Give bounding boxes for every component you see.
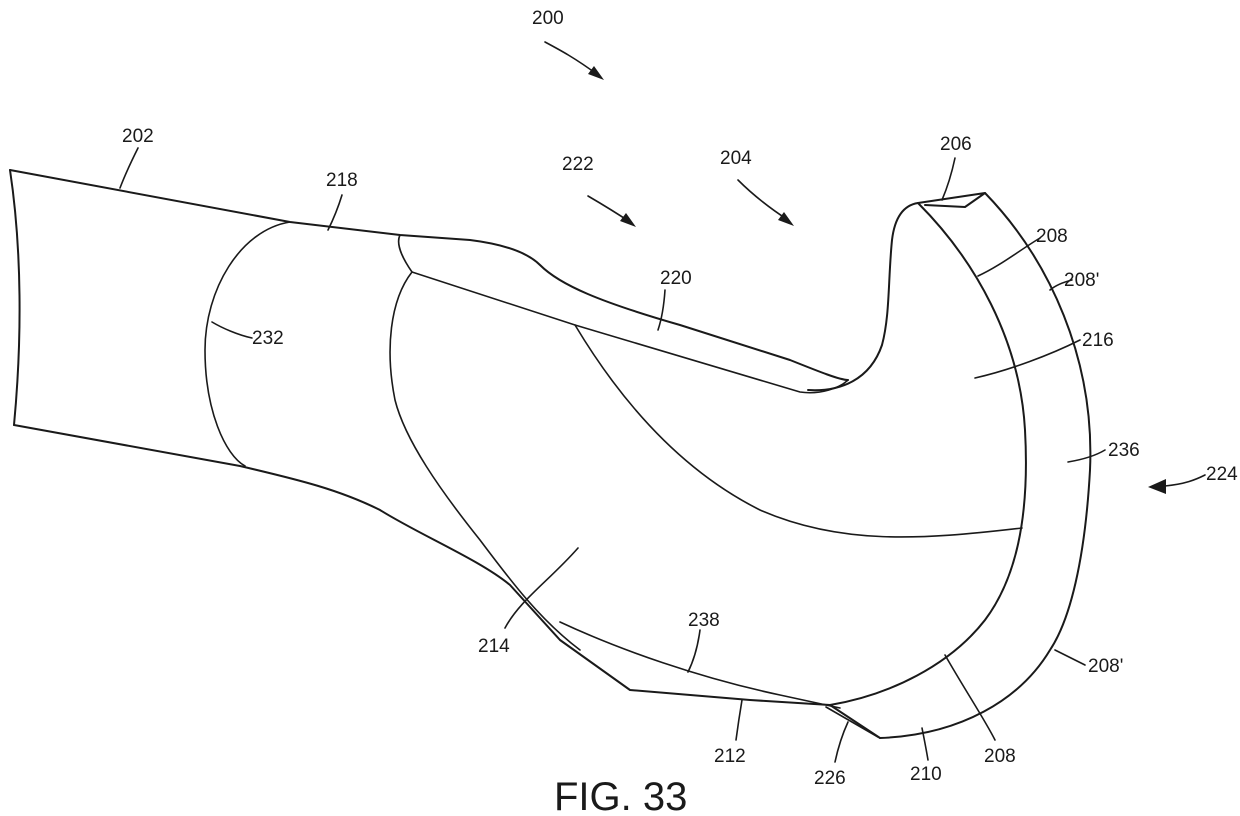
label-238: 238	[688, 610, 720, 631]
leader-218	[328, 195, 342, 230]
left-end-edge	[10, 170, 20, 425]
leader-226	[835, 722, 848, 762]
label-204: 204	[720, 148, 752, 169]
label-226: 226	[814, 768, 846, 789]
groove-line-220	[412, 272, 848, 393]
leader-238	[688, 630, 700, 672]
label-208-prime-bottom: 208'	[1088, 656, 1123, 677]
arrow-204-shaft	[738, 180, 788, 220]
label-236: 236	[1108, 440, 1140, 461]
label-214: 214	[478, 636, 510, 657]
leader-212	[736, 700, 742, 740]
leader-206	[942, 158, 955, 200]
label-208-top: 208	[1036, 226, 1068, 247]
arrow-222-head	[620, 213, 636, 227]
reference-numerals: 200 202 222 204 206 218 208 208' 220 232…	[122, 8, 1238, 789]
hook-top-face	[918, 193, 985, 207]
sweep-curve	[575, 325, 1022, 537]
label-212: 212	[714, 746, 746, 767]
label-206: 206	[940, 134, 972, 155]
implement-outline	[10, 170, 1090, 738]
internal-contours	[205, 222, 1022, 737]
label-220: 220	[660, 268, 692, 289]
leader-208-bottom	[945, 655, 995, 740]
leader-220	[658, 290, 665, 330]
label-218: 218	[326, 170, 358, 191]
leader-208p-bottom	[1055, 650, 1085, 665]
label-224: 224	[1206, 464, 1238, 485]
label-232: 232	[252, 328, 284, 349]
tip-edge-226	[826, 707, 878, 737]
lower-edge	[14, 425, 880, 738]
upper-edge	[10, 170, 848, 380]
label-208-bottom: 208	[984, 746, 1016, 767]
leader-208-top	[978, 238, 1040, 276]
leader-232	[212, 322, 252, 338]
leader-216	[975, 340, 1080, 378]
inner-back-edge	[830, 203, 1026, 705]
leader-lines	[120, 148, 1105, 762]
label-210: 210	[910, 764, 942, 785]
outer-back-edge	[880, 193, 1090, 738]
leader-202	[120, 148, 138, 188]
arrow-200-head	[588, 66, 604, 80]
reference-arrows	[545, 42, 1205, 494]
label-208-prime-top: 208'	[1064, 270, 1099, 291]
leader-236	[1068, 450, 1105, 462]
figure-caption: FIG. 33	[554, 775, 687, 816]
arrow-224-shaft	[1165, 475, 1205, 486]
label-216: 216	[1082, 330, 1114, 351]
arrow-200-shaft	[545, 42, 598, 75]
hook-inner-edge	[808, 203, 918, 390]
bevel-218	[399, 235, 412, 272]
arrow-224-head	[1148, 479, 1166, 494]
concave-face-boundary	[390, 272, 580, 650]
label-202: 202	[122, 126, 154, 147]
label-222: 222	[562, 154, 594, 175]
label-200: 200	[532, 8, 564, 29]
